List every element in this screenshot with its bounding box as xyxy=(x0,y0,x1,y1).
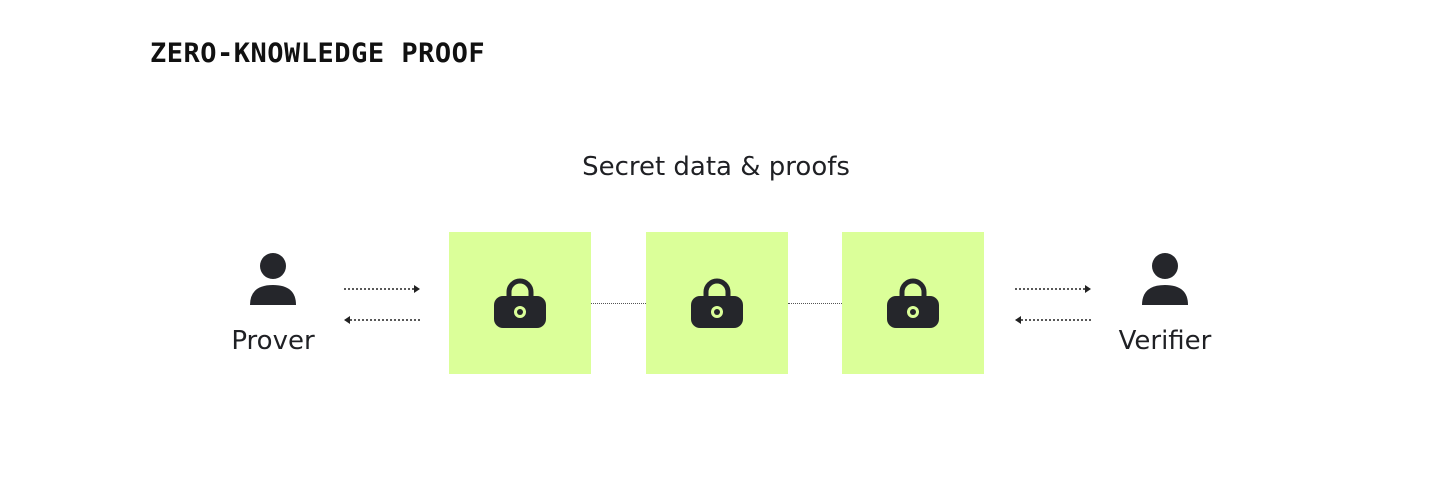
diagram-subtitle: Secret data & proofs xyxy=(582,152,850,182)
lock-icon xyxy=(691,278,743,328)
verifier-label: Verifier xyxy=(1118,326,1212,356)
arrow-right-icon xyxy=(1015,285,1091,293)
arrow-left-icon xyxy=(1015,316,1091,324)
lock-icon xyxy=(494,278,546,328)
box-connector xyxy=(591,303,646,304)
diagram-title: ZERO-KNOWLEDGE PROOF xyxy=(150,38,486,69)
box-connector xyxy=(788,303,842,304)
secret-box xyxy=(646,232,788,374)
verifier-person-icon xyxy=(1142,253,1188,305)
secret-box xyxy=(449,232,591,374)
lock-icon xyxy=(887,278,939,328)
arrow-right-icon xyxy=(344,285,420,293)
secret-box xyxy=(842,232,984,374)
prover-label: Prover xyxy=(231,326,315,356)
arrow-left-icon xyxy=(344,316,420,324)
prover-person-icon xyxy=(250,253,296,305)
